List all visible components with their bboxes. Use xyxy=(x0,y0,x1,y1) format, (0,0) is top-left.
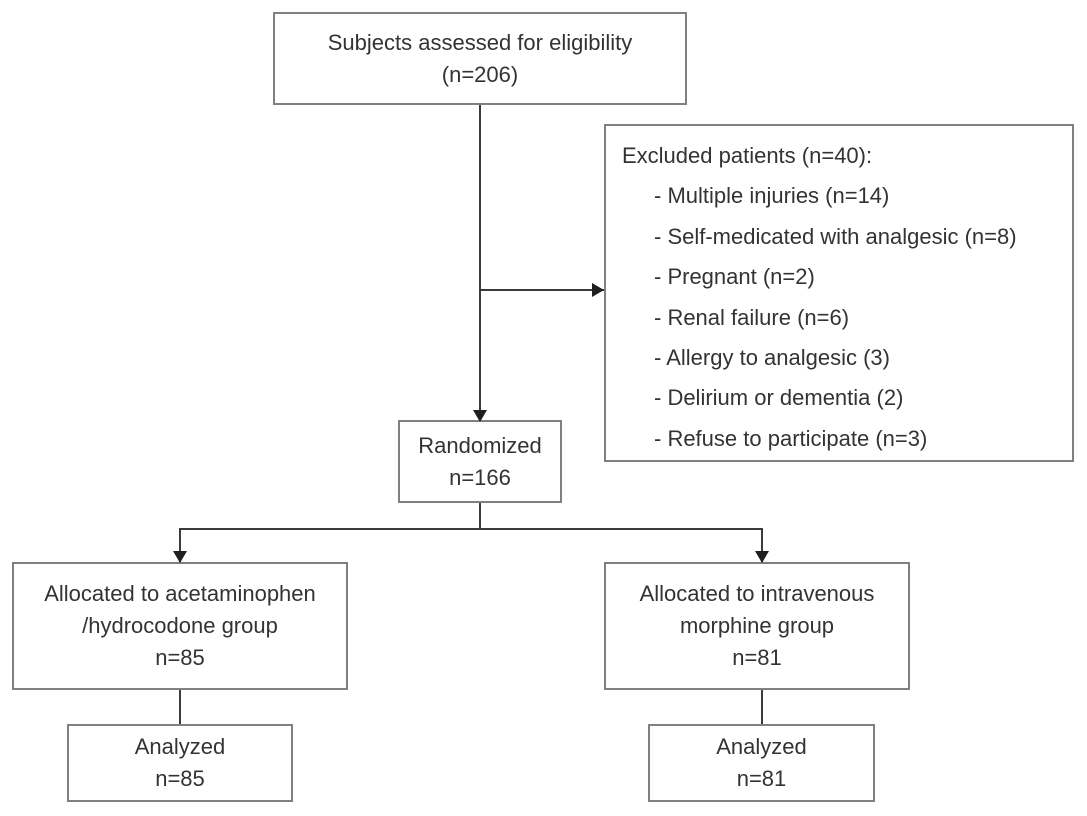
node-subjects-assessed: Subjects assessed for eligibility (n=206… xyxy=(273,12,687,105)
node-allocated-right-line2: morphine group xyxy=(679,613,835,639)
node-randomized-line2: n=166 xyxy=(449,464,511,490)
excluded-item-refused: - Refuse to participate (n=3) xyxy=(654,425,928,451)
node-allocated-left-line3: n=85 xyxy=(155,644,205,670)
node-randomized: Randomized n=166 xyxy=(398,420,562,503)
node-analyzed-right: Analyzed n=81 xyxy=(648,724,875,802)
connector-screened-to-randomized xyxy=(479,105,481,422)
connector-allocated-right-to-analyzed xyxy=(761,690,763,726)
excluded-item-allergy: - Allergy to analgesic (3) xyxy=(654,344,890,370)
excluded-item-delirium: - Delirium or dementia (2) xyxy=(654,385,904,411)
arrowhead-down-icon xyxy=(755,551,769,563)
connector-split-left-drop xyxy=(179,528,181,564)
node-allocated-intravenous-morphine: Allocated to intravenous morphine group … xyxy=(604,562,910,690)
connector-allocation-split-bar xyxy=(179,528,763,530)
excluded-item-self-medicated: - Self-medicated with analgesic (n=8) xyxy=(654,223,1017,249)
node-analyzed-right-line1: Analyzed xyxy=(716,734,807,760)
connector-allocated-left-to-analyzed xyxy=(179,690,181,726)
arrowhead-down-icon xyxy=(173,551,187,563)
node-subjects-assessed-line1: Subjects assessed for eligibility xyxy=(327,29,633,55)
node-analyzed-right-line2: n=81 xyxy=(736,766,787,791)
node-allocated-left-line1: Allocated to acetaminophen xyxy=(44,581,316,607)
node-allocated-acetaminophen-hydrocodone: Allocated to acetaminophen /hydrocodone … xyxy=(12,562,348,690)
node-subjects-assessed-line2: (n=206) xyxy=(441,61,519,87)
excluded-item-multiple-injuries: - Multiple injuries (n=14) xyxy=(654,183,890,209)
node-excluded-patients: Excluded patients (n=40): - Multiple inj… xyxy=(604,124,1074,462)
connector-randomized-stem xyxy=(479,503,481,530)
node-analyzed-left-line2: n=85 xyxy=(155,766,205,791)
excluded-title: Excluded patients (n=40): xyxy=(622,143,873,168)
excluded-item-renal-failure: - Renal failure (n=6) xyxy=(654,304,850,330)
connector-to-excluded xyxy=(479,289,605,291)
node-analyzed-left-line1: Analyzed xyxy=(134,734,226,760)
excluded-item-pregnant: - Pregnant (n=2) xyxy=(654,264,815,290)
node-randomized-line1: Randomized xyxy=(418,432,542,458)
node-allocated-right-line3: n=81 xyxy=(732,644,782,670)
arrowhead-right-icon xyxy=(592,283,604,297)
connector-split-right-drop xyxy=(761,528,763,564)
node-allocated-right-line1: Allocated to intravenous xyxy=(639,581,875,607)
arrowhead-down-icon xyxy=(473,410,487,422)
node-analyzed-left: Analyzed n=85 xyxy=(67,724,293,802)
node-allocated-left-line2: /hydrocodone group xyxy=(82,613,278,639)
